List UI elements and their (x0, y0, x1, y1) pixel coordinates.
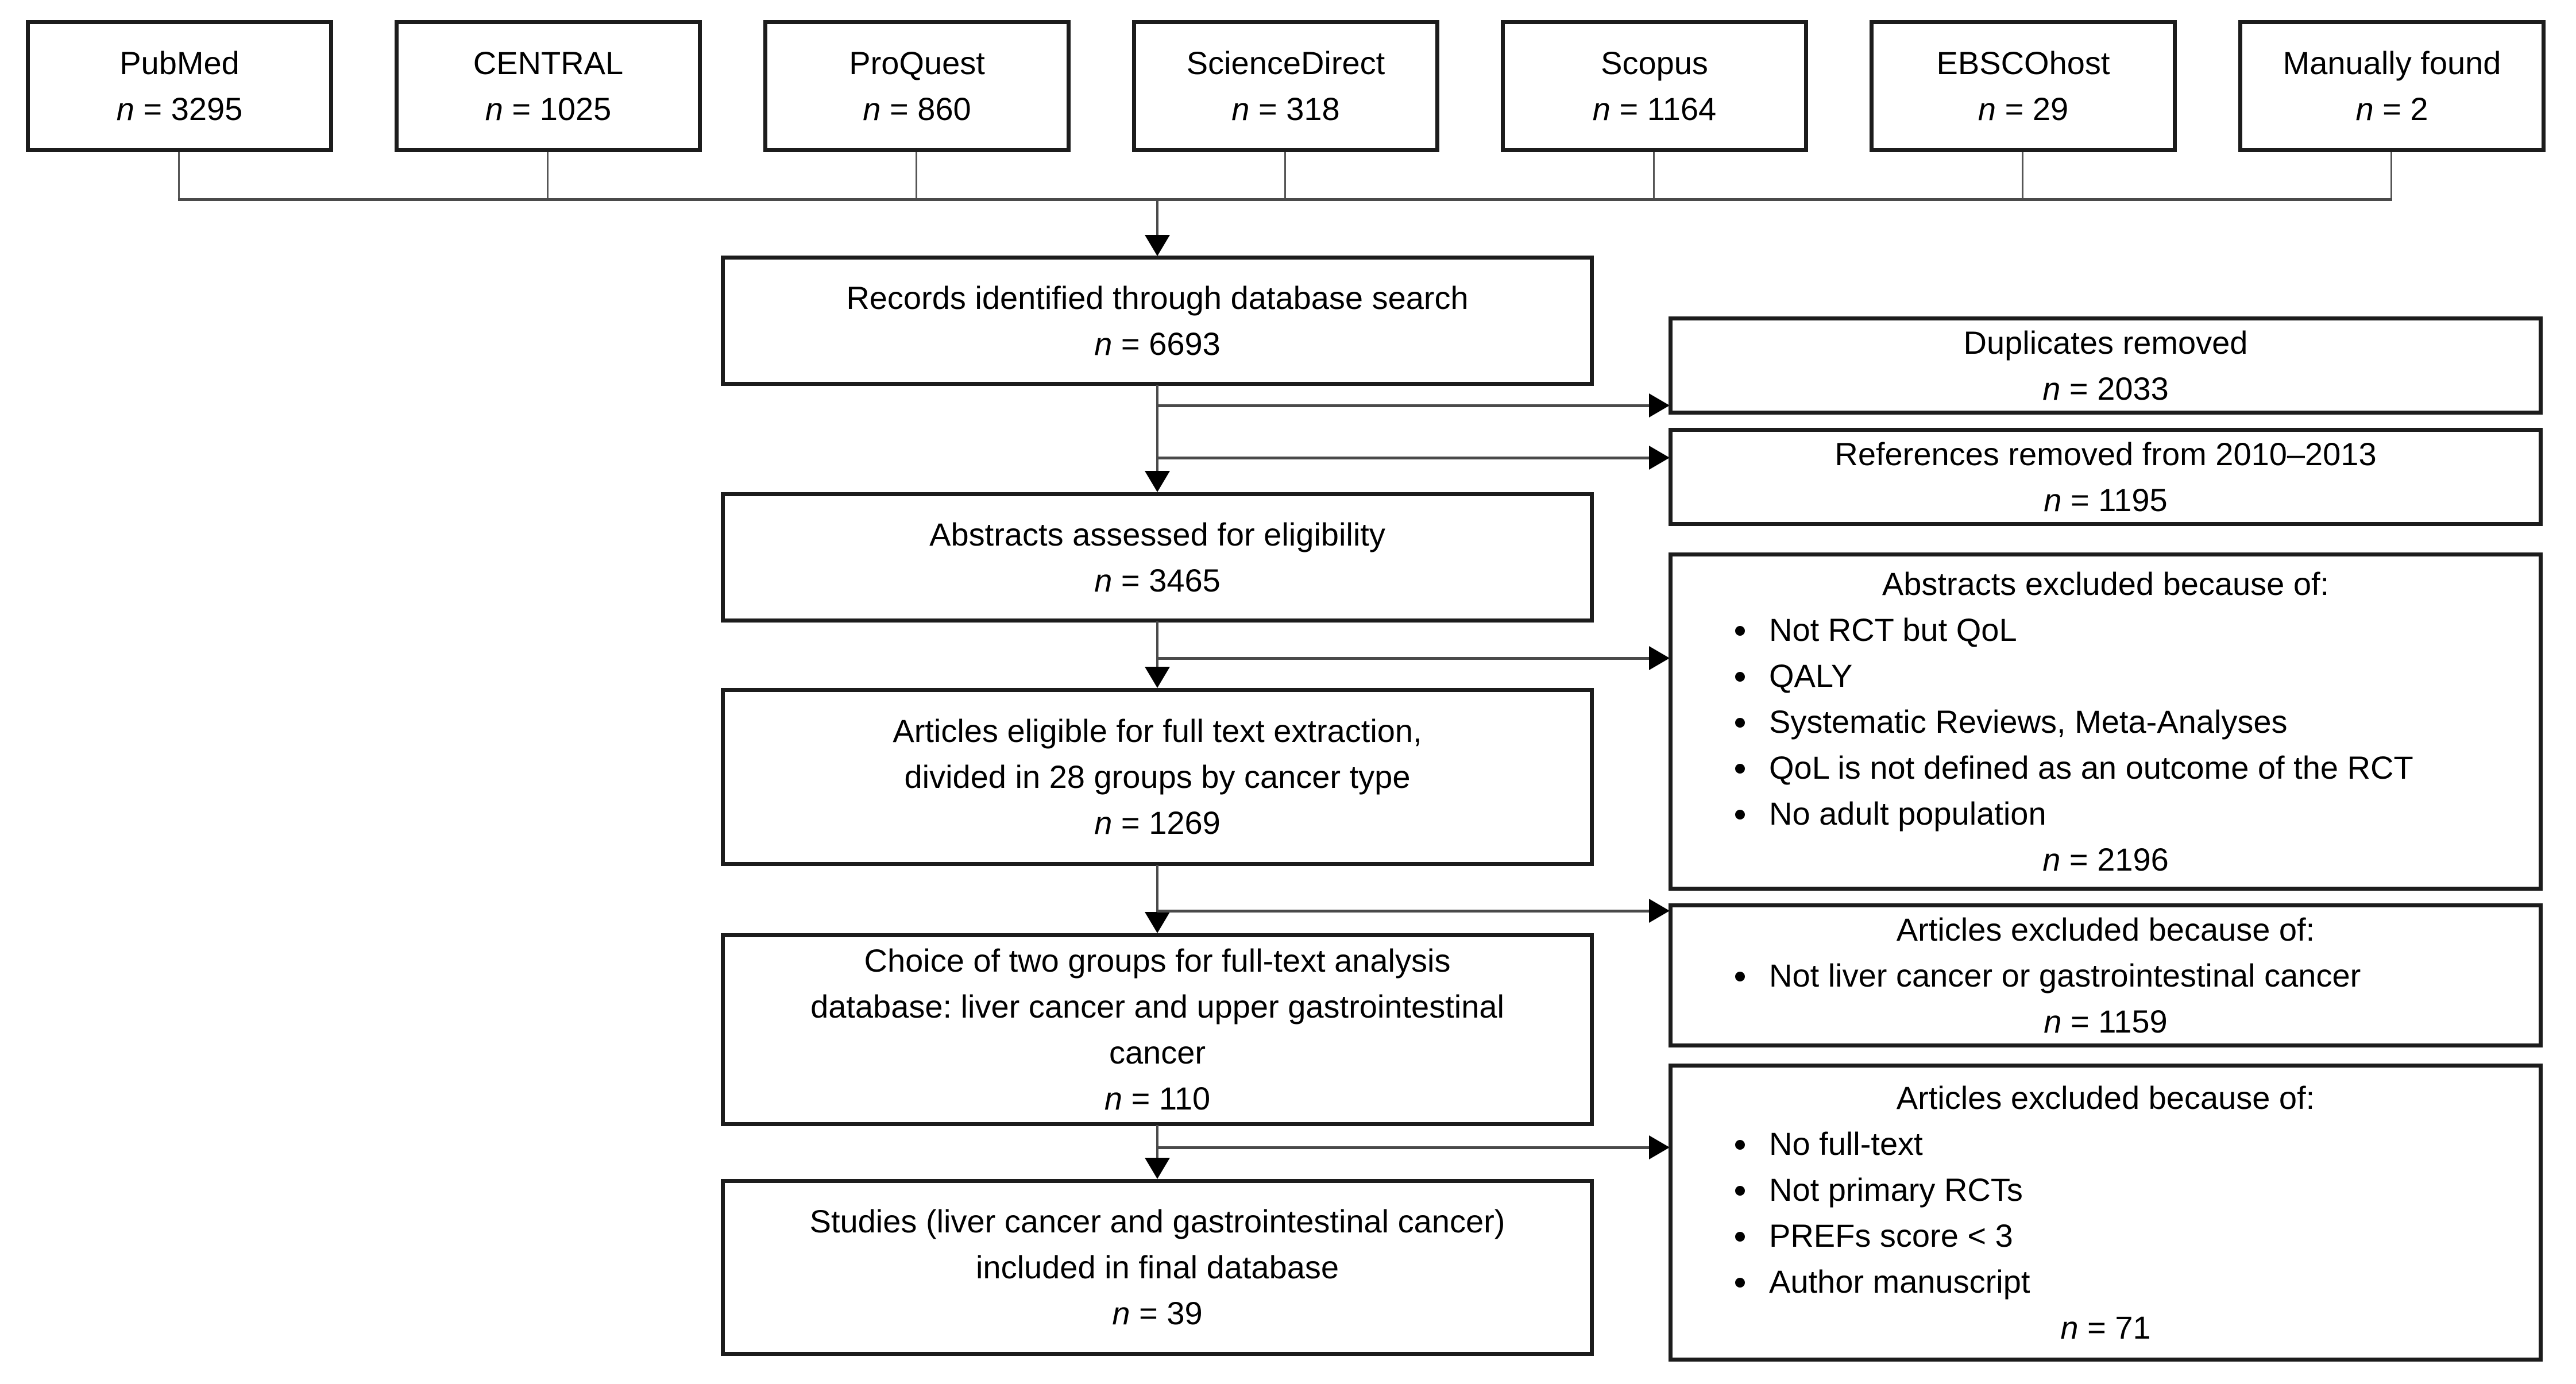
flow-count: n = 1269 (1094, 805, 1221, 841)
source-count: n = 1164 (1592, 91, 1717, 127)
arrow-right-icon (1649, 646, 1670, 670)
source-label: Manually found (2283, 45, 2501, 81)
arrow-right-icon (1649, 899, 1670, 923)
source-count: n = 2 (2355, 91, 2428, 127)
exclusion-title: Duplicates removed (1963, 324, 2248, 361)
source-count: n = 860 (863, 91, 971, 127)
flow-count: n = 6693 (1094, 325, 1221, 362)
exclusion-reason: Not RCT but QoL (1759, 607, 2516, 653)
exclusion-count: n = 71 (2060, 1309, 2151, 1346)
branch-line (1157, 1146, 1650, 1149)
source-box-pubmed: PubMed n = 3295 (26, 20, 333, 152)
connector-line-vertical (1156, 865, 1158, 917)
source-label: ScienceDirect (1186, 45, 1385, 81)
arrow-down-icon (1145, 1158, 1170, 1179)
flow-count: n = 3465 (1094, 562, 1221, 598)
exclusion-reason: Author manuscript (1759, 1259, 2516, 1305)
connector-stub (916, 152, 917, 199)
arrow-right-icon (1649, 393, 1670, 417)
branch-line (1157, 657, 1650, 660)
exclusion-count: n = 1195 (2044, 481, 2168, 518)
exclusion-reasons-list: Not liver cancer or gastrointestinal can… (1673, 953, 2539, 999)
exclusion-box-abstracts-excluded: Abstracts excluded because of: Not RCT b… (1669, 552, 2543, 891)
source-box-ebscohost: EBSCOhost n = 29 (1870, 20, 2177, 152)
arrow-down-icon (1145, 667, 1170, 688)
exclusion-title: Articles excluded because of: (1896, 911, 2315, 948)
flow-count: n = 39 (1112, 1295, 1203, 1331)
exclusion-box-articles-excluded-cancer-type: Articles excluded because of: Not liver … (1669, 903, 2543, 1047)
connector-line-vertical (1156, 1125, 1158, 1162)
connector-stub (1284, 152, 1286, 199)
source-label: Scopus (1601, 45, 1708, 81)
flow-text: Studies (liver cancer and gastrointestin… (809, 1203, 1505, 1285)
exclusion-reason: No adult population (1759, 791, 2516, 837)
connector-stub (2390, 152, 2392, 199)
connector-line-vertical (1156, 198, 1158, 237)
flow-box-abstracts-assessed: Abstracts assessed for eligibility n = 3… (721, 492, 1594, 623)
source-box-proquest: ProQuest n = 860 (763, 20, 1071, 152)
source-count: n = 1025 (485, 91, 612, 127)
flow-count: n = 110 (1104, 1080, 1211, 1116)
exclusion-reason: Not primary RCTs (1759, 1167, 2516, 1213)
arrow-right-icon (1649, 1135, 1670, 1159)
connector-stub (1653, 152, 1655, 199)
flow-text: Articles eligible for full text extracti… (893, 713, 1422, 795)
arrow-down-icon (1145, 471, 1170, 492)
source-box-manually-found: Manually found n = 2 (2238, 20, 2546, 152)
source-label: PubMed (119, 45, 240, 81)
exclusion-count: n = 1159 (2044, 1003, 2168, 1039)
exclusion-reason: QALY (1759, 653, 2516, 699)
source-box-scopus: Scopus n = 1164 (1501, 20, 1808, 152)
exclusion-reason: Systematic Reviews, Meta-Analyses (1759, 699, 2516, 745)
arrow-down-icon (1145, 912, 1170, 933)
exclusion-reason: Not liver cancer or gastrointestinal can… (1759, 953, 2516, 999)
exclusion-reason: PREFs score < 3 (1759, 1213, 2516, 1259)
source-box-sciencedirect: ScienceDirect n = 318 (1132, 20, 1439, 152)
source-label: CENTRAL (473, 45, 624, 81)
exclusion-title: References removed from 2010–2013 (1835, 435, 2377, 472)
exclusion-reasons-list: No full-text Not primary RCTs PREFs scor… (1673, 1121, 2539, 1305)
source-count: n = 318 (1231, 91, 1340, 127)
exclusion-reason: QoL is not defined as an outcome of the … (1759, 745, 2516, 791)
connector-stub (178, 152, 180, 199)
source-label: EBSCOhost (1936, 45, 2110, 81)
flow-text: Choice of two groups for full-text analy… (810, 942, 1504, 1070)
exclusion-reasons-list: Not RCT but QoL QALY Systematic Reviews,… (1673, 607, 2539, 837)
flow-box-records-identified: Records identified through database sear… (721, 256, 1594, 386)
exclusion-title: Abstracts excluded because of: (1882, 565, 2330, 602)
flow-text: Abstracts assessed for eligibility (929, 516, 1385, 552)
source-label: ProQuest (849, 45, 985, 81)
arrow-down-icon (1145, 235, 1170, 256)
source-box-central: CENTRAL n = 1025 (395, 20, 702, 152)
flow-box-choice-two-groups: Choice of two groups for full-text analy… (721, 933, 1594, 1126)
exclusion-reason: No full-text (1759, 1121, 2516, 1167)
connector-stub (547, 152, 549, 199)
arrow-right-icon (1649, 446, 1670, 470)
exclusion-title: Articles excluded because of: (1896, 1079, 2315, 1116)
source-count: n = 3295 (116, 91, 243, 127)
connector-line-vertical (1156, 621, 1158, 671)
flow-text: Records identified through database sear… (846, 279, 1469, 316)
collector-line (178, 198, 2392, 201)
source-count: n = 29 (1978, 91, 2069, 127)
connector-stub (2022, 152, 2023, 199)
exclusion-box-duplicates: Duplicates removed n = 2033 (1669, 316, 2543, 415)
flow-box-articles-eligible: Articles eligible for full text extracti… (721, 688, 1594, 866)
branch-line (1157, 910, 1650, 913)
branch-line (1157, 457, 1650, 459)
exclusion-box-references-removed: References removed from 2010–2013 n = 11… (1669, 428, 2543, 526)
exclusion-count: n = 2196 (2042, 841, 2169, 877)
flow-box-studies-included: Studies (liver cancer and gastrointestin… (721, 1179, 1594, 1356)
exclusion-box-articles-excluded-fulltext: Articles excluded because of: No full-te… (1669, 1064, 2543, 1362)
branch-line (1157, 404, 1650, 407)
connector-line-vertical (1156, 385, 1158, 474)
exclusion-count: n = 2033 (2042, 370, 2169, 407)
